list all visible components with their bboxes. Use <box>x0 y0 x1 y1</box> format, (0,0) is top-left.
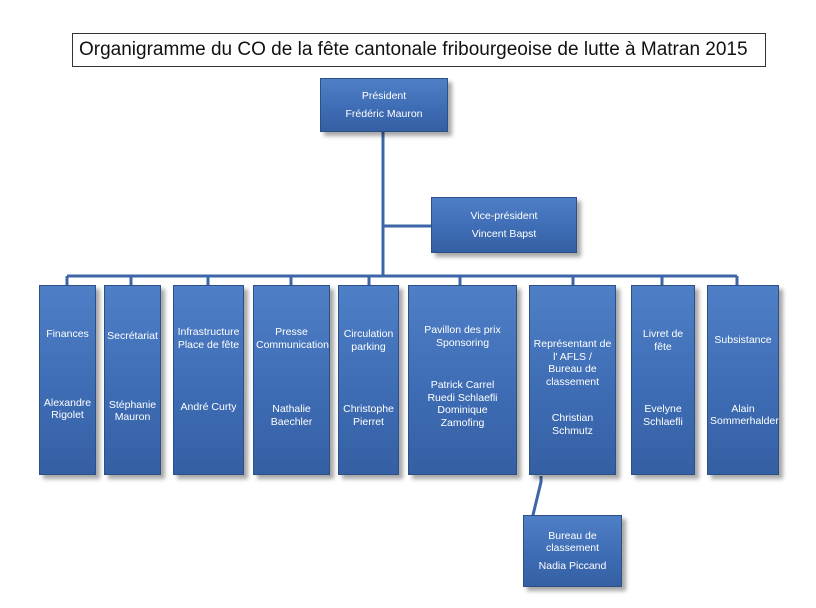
department-name-line: Alain <box>731 402 755 415</box>
department-name-line: Ruedi Schlaefli <box>427 391 498 404</box>
department-name-line: Christian Schmutz <box>551 412 594 437</box>
president-name: Frédéric Mauron <box>345 108 423 120</box>
department-name-line: Christophe <box>343 403 394 415</box>
department-name-line: Stéphanie <box>108 398 157 411</box>
department-name-line: André Curty <box>180 401 237 413</box>
department-role-line: Représentant de <box>533 338 612 350</box>
department-box-afls: Représentant de l' AFLS / Bureau de clas… <box>529 285 616 475</box>
department-role-line: Presse <box>275 326 308 338</box>
department-box-pavillon: Pavillon des prix Sponsoring Patrick Car… <box>408 285 517 475</box>
department-name-line: Dominique <box>437 404 488 416</box>
department-name-line: Patrick Carrel <box>430 379 495 391</box>
department-role-line: Infrastructure <box>177 326 240 338</box>
department-box-subsistance: Subsistance Alain Sommerhalder <box>707 285 779 475</box>
department-role-line: parking <box>351 340 386 353</box>
department-name-line: Sommerhalder <box>710 415 779 427</box>
department-role-line: Subsistance <box>714 334 772 346</box>
department-name-line: Evelyne <box>644 403 682 415</box>
vice-president-role: Vice-président <box>470 209 538 222</box>
department-name-line: Zamofing <box>440 416 485 429</box>
department-box-presse: Presse Communication Nathalie Baechler <box>253 285 330 475</box>
department-role-line: Pavillon des prix <box>424 324 501 336</box>
president-role: Président <box>361 89 407 102</box>
department-role-line: fête <box>654 340 672 353</box>
department-box-circulation: Circulation parking Christophe Pierret <box>338 285 399 475</box>
department-name-line: Schlaefli <box>643 415 683 428</box>
department-role-line: Secrétariat <box>107 330 158 342</box>
vice-president-box: Vice-président Vincent Bapst <box>431 197 577 253</box>
sub-unit-role-line: classement <box>545 542 600 555</box>
vice-president-name: Vincent Bapst <box>471 228 537 240</box>
department-name-line: Mauron <box>114 411 151 423</box>
department-role-line: Sponsoring <box>435 336 490 349</box>
department-name-line: Rigolet <box>51 409 84 421</box>
department-role-line: Communication <box>256 338 329 351</box>
department-box-finances: Finances Alexandre Rigolet <box>39 285 96 475</box>
sub-unit-role-line: Bureau de <box>548 529 597 542</box>
department-role-line: Circulation <box>343 328 394 340</box>
department-role-line: Bureau de <box>548 363 597 375</box>
department-name-line: Pierret <box>353 415 384 428</box>
department-role-line: l' AFLS / <box>553 350 592 363</box>
department-box-livret: Livret de fête Evelyne Schlaefli <box>631 285 695 475</box>
sub-unit-box: Bureau de classement Nadia Piccand <box>523 515 622 587</box>
department-role-line: Place de fête <box>177 338 240 351</box>
department-role-line: Livret de <box>642 328 684 340</box>
department-box-infrastructure: Infrastructure Place de fête André Curty <box>173 285 244 475</box>
department-role-line: classement <box>545 375 600 388</box>
department-name-line: Nathalie <box>272 403 311 415</box>
chart-title: Organigramme du CO de la fête cantonale … <box>72 33 766 67</box>
department-box-secretariat: Secrétariat Stéphanie Mauron <box>104 285 161 475</box>
department-name-line: Alexandre <box>43 396 92 409</box>
sub-unit-name: Nadia Piccand <box>538 559 607 572</box>
department-name-line: Baechler <box>270 415 313 428</box>
president-box: Président Frédéric Mauron <box>320 78 448 132</box>
department-role-line: Finances <box>46 328 89 340</box>
